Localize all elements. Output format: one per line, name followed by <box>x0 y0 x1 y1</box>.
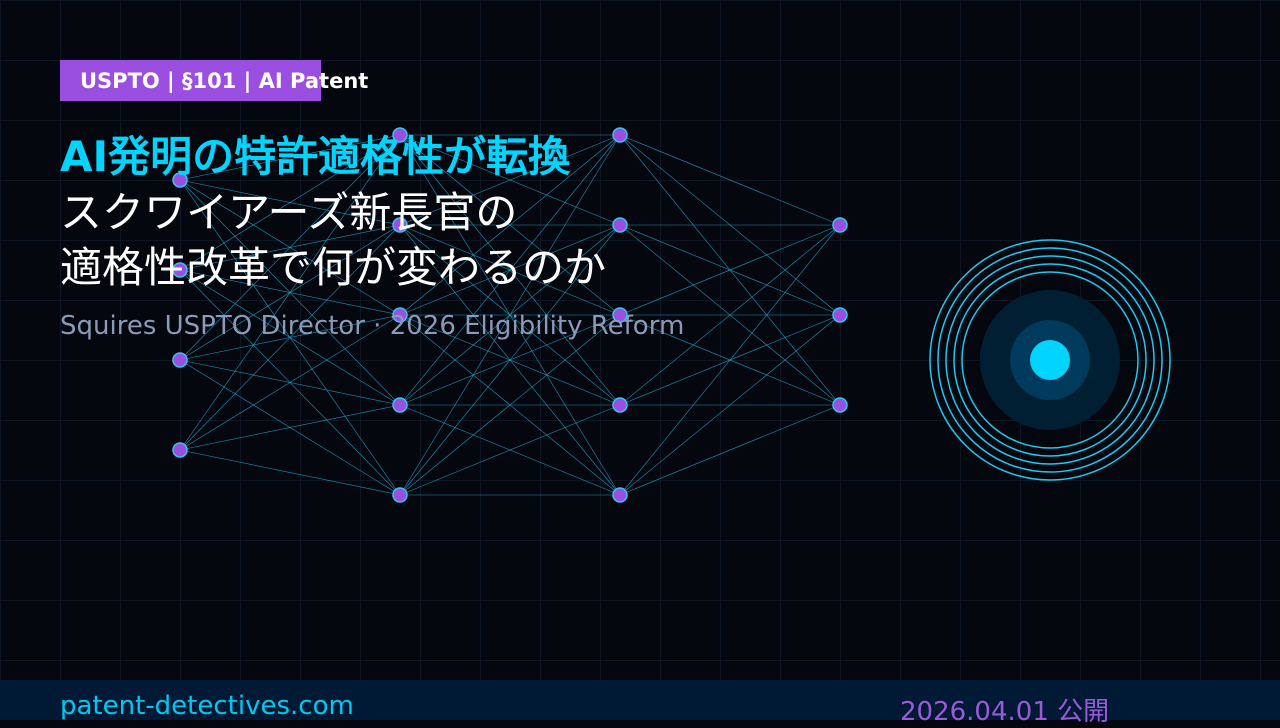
publish-date: 2026.04.01 公開 <box>900 691 1109 728</box>
network-edge <box>620 405 840 495</box>
network-node <box>173 353 187 367</box>
site-url: patent-detectives.com <box>60 691 354 721</box>
topic-badge: USPTO | §101 | AI Patent <box>60 60 321 101</box>
network-node <box>393 398 407 412</box>
title-line-2: スクワイアーズ新長官の <box>60 185 517 241</box>
network-edge <box>620 135 840 225</box>
network-node <box>833 398 847 412</box>
network-edge <box>180 450 400 495</box>
network-node <box>393 488 407 502</box>
network-edge <box>180 405 400 450</box>
network-node <box>833 218 847 232</box>
target-core <box>1030 340 1070 380</box>
subtitle: Squires USPTO Director · 2026 Eligibilit… <box>60 311 684 341</box>
badge-label: USPTO | §101 | AI Patent <box>80 69 368 93</box>
network-node <box>613 398 627 412</box>
network-node <box>613 128 627 142</box>
footer-bar: patent-detectives.com 2026.04.01 公開 <box>0 680 1280 720</box>
network-edge <box>620 225 840 495</box>
network-node <box>833 308 847 322</box>
title-line-1: AI発明の特許適格性が転換 <box>60 129 570 185</box>
network-node <box>173 443 187 457</box>
network-node <box>613 218 627 232</box>
network-node <box>613 488 627 502</box>
title-line-3: 適格性改革で何が変わるのか <box>60 240 606 296</box>
